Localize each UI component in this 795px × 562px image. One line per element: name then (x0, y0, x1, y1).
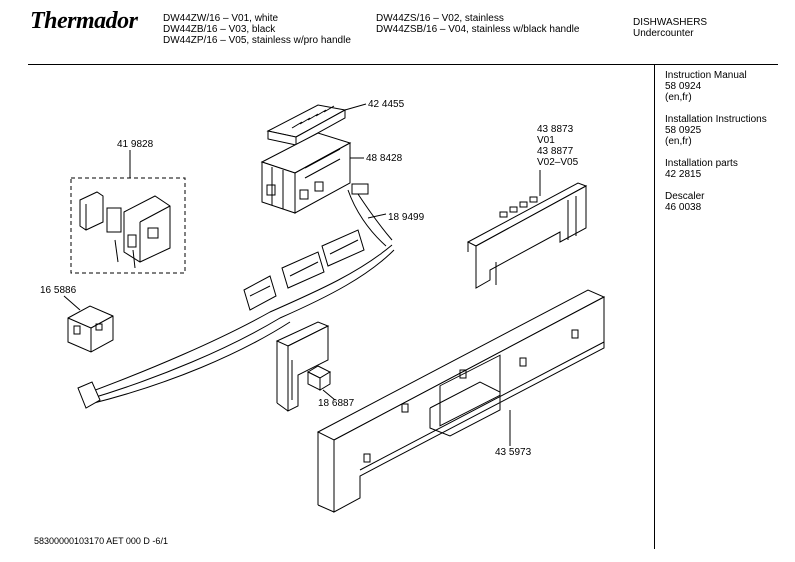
sidebar-divider (654, 64, 655, 549)
keypad-strip-part (266, 104, 347, 146)
category-subtitle: Undercounter (633, 28, 694, 39)
part-label-186887: 18 6887 (318, 398, 355, 409)
control-panel-bezel-part (466, 182, 588, 289)
part-label-189499: 18 9499 (388, 212, 425, 223)
leader-line (367, 213, 387, 219)
models-column-1: DW44ZW/16 – V01, white DW44ZB/16 – V03, … (163, 13, 351, 46)
part-label-424455: 42 4455 (368, 99, 405, 110)
sidebar-item-title: Installation parts (665, 158, 738, 169)
sidebar-item-line: 42 2815 (665, 169, 702, 180)
sidebar-item-instruction-manual: Instruction Manual 58 0924 (en,fr) (665, 70, 747, 103)
leader-line (63, 295, 81, 311)
sidebar-item-title: Descaler (665, 191, 705, 202)
sidebar-item-line: 58 0925 (665, 125, 702, 136)
model-line: DW44ZP/16 – V05, stainless w/pro handle (163, 35, 351, 46)
document-footer: 58300000103170 AET 000 D -6/1 (34, 536, 168, 546)
model-line: DW44ZW/16 – V01, white (163, 13, 279, 24)
sidebar-item-line: 46 0038 (665, 202, 702, 213)
category-title: DISHWASHERS (633, 17, 708, 28)
part-label-line: V01 (537, 135, 555, 146)
leader-line (322, 389, 336, 401)
model-line: DW44ZSB/16 – V04, stainless w/black hand… (376, 24, 580, 35)
sidebar-item-line: 58 0924 (665, 81, 702, 92)
model-line: DW44ZS/16 – V02, stainless (376, 13, 504, 24)
sidebar-item-line: (en,fr) (665, 136, 692, 147)
part-label-line: V02–V05 (537, 157, 579, 168)
control-module-part (260, 132, 352, 214)
thermador-logo: Thermador (30, 8, 138, 34)
header-divider (28, 64, 778, 65)
part-label-line: 43 8877 (537, 146, 574, 157)
sidebar-item-descaler: Descaler 46 0038 (665, 191, 704, 213)
sidebar-item-line: (en,fr) (665, 92, 692, 103)
wiring-harness-part (77, 183, 395, 409)
inner-frame-part (316, 289, 606, 513)
part-label-419828: 41 9828 (117, 139, 154, 150)
sidebar-item-title: Installation Instructions (665, 114, 767, 125)
part-label-438873-group: 43 8873 V01 43 8877 V02–V05 (537, 124, 578, 168)
model-line: DW44ZB/16 – V03, black (163, 24, 276, 35)
part-label-165886: 16 5886 (40, 285, 77, 296)
leader-line (344, 103, 367, 111)
door-switch-part (79, 191, 171, 269)
models-column-2: DW44ZS/16 – V02, stainless DW44ZSB/16 – … (376, 13, 579, 35)
sidebar-item-title: Instruction Manual (665, 70, 747, 81)
part-label-435973: 43 5973 (495, 447, 532, 458)
part-label-488428: 48 8428 (366, 153, 403, 164)
sidebar-item-installation-parts: Installation parts 42 2815 (665, 158, 738, 180)
sidebar-item-installation-instructions: Installation Instructions 58 0925 (en,fr… (665, 114, 767, 147)
small-switch-part (306, 365, 332, 391)
part-label-line: 43 8873 (537, 124, 574, 135)
switch-assembly-box (70, 177, 186, 274)
terminal-connector-part (67, 305, 114, 353)
front-frame-part (275, 321, 330, 412)
category-block: DISHWASHERS Undercounter (633, 17, 707, 39)
